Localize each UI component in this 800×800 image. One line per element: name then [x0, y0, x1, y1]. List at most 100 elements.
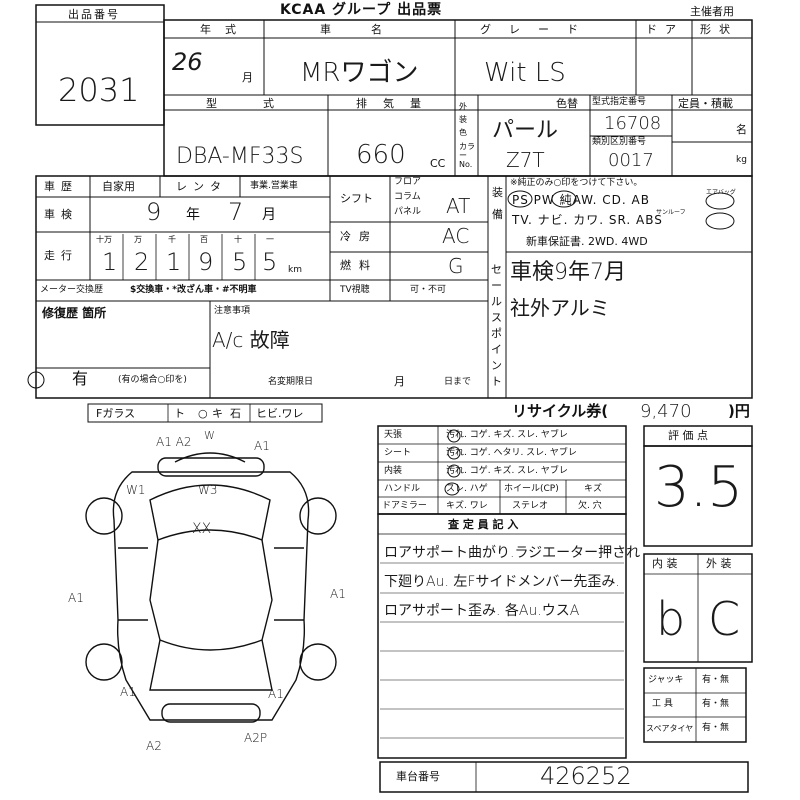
spare-label: スペアタイヤ	[646, 724, 694, 733]
repair-label: 修復歴 箇所	[42, 306, 107, 320]
mileage-label: 走行	[44, 249, 78, 262]
model-label: 型式	[206, 97, 320, 110]
equipment-note: ※純正のみ○印をつけて下さい。	[510, 178, 643, 188]
glass-option: キ	[212, 407, 223, 420]
shape-label: 形状	[700, 23, 738, 36]
sales-point-line2: 社外アルミ	[510, 296, 610, 320]
inspector-line: 下廻りAu. 左Fサイドメンバー先歪み.	[384, 574, 620, 590]
inspector-label: 査 定 員 記 入	[448, 518, 519, 531]
repair-note: (有の場合○印を)	[118, 375, 187, 385]
interior-value: スレ. ハゲ	[446, 484, 488, 494]
equipment-line2: TV. ナビ. カワ. SR. ABS	[512, 213, 663, 227]
interior-grade: b	[656, 592, 686, 646]
grade-label: グレード	[480, 23, 596, 36]
equipment-label: 装備	[492, 186, 503, 221]
inspection-year-unit: 年	[186, 207, 200, 223]
category-label: 類別区別番号	[592, 137, 647, 147]
ext-color-label: 外装色	[459, 102, 467, 137]
interior-label: ホイール(CP)	[504, 484, 559, 494]
interior-label: 内装	[384, 466, 403, 476]
mileage-digit: 1	[166, 248, 182, 276]
color-no: Z7T	[506, 148, 545, 172]
meter-options: $交換車・*改ざん車・#不明車	[130, 285, 257, 295]
diagram-mark-right: A1	[330, 587, 346, 601]
interior-grade-label: 内 装	[652, 557, 678, 570]
fuel-label: 燃料	[340, 259, 378, 272]
diagram-mark-top-mid: W	[204, 429, 215, 442]
tool-label: 工 具	[652, 699, 673, 709]
sales-point-label: セールスポイント	[491, 263, 502, 388]
interior-label: シート	[384, 448, 412, 458]
inspector-line: ロアサポート曲がり.ラジエーター押され	[384, 545, 641, 561]
inspection-label: 車検	[44, 208, 78, 221]
inspection-year: 9	[146, 198, 162, 226]
name-change-label: 名変期限日	[268, 377, 314, 387]
tv-label: TV視聴	[340, 285, 370, 295]
mileage-digit: 5	[232, 248, 248, 276]
persons-unit: 名	[736, 123, 747, 136]
diagram-mark-top-left: A1 A2	[156, 435, 192, 449]
displacement: 660	[356, 140, 406, 170]
interior-value: 汚れ. コゲ. ヘタリ. スレ. ヤブレ	[446, 448, 577, 458]
inspection-month-unit: 月	[262, 207, 276, 223]
interior-value: 汚れ. コゲ. キズ. スレ. ヤブレ	[446, 430, 568, 440]
mileage-digit: 9	[198, 248, 214, 276]
organizer-label: 主催者用	[690, 5, 734, 18]
chassis-value: 426252	[540, 762, 632, 790]
mileage-unit-1: 一	[266, 235, 274, 244]
car-diagram	[27, 371, 337, 723]
mileage-unit-100k: 十万	[96, 235, 112, 244]
color-no-label: カラーNo.	[459, 142, 475, 169]
interior-label: ステレオ	[512, 501, 549, 511]
door-label: ドア	[646, 23, 684, 36]
evaluation-label: 評 価 点	[668, 429, 708, 442]
inspection-month: 7	[228, 198, 244, 226]
diagram-mark-rear-left: A1	[120, 685, 136, 699]
equipment-line3: 新車保証書. 2WD. 4WD	[526, 235, 648, 248]
diagram-mark-w3: W3	[198, 483, 218, 497]
cc-unit: CC	[430, 157, 446, 170]
year-label: 年式	[200, 23, 250, 36]
ac-label: 冷房	[340, 230, 378, 243]
group-title: KCAA グループ 出品票	[280, 2, 443, 18]
history-label: 車歴	[44, 180, 78, 193]
chassis-label: 車台番号	[396, 770, 440, 783]
mileage-unit-100: 百	[200, 235, 208, 244]
diagram-mark-bottom-left: A2	[146, 739, 162, 753]
name-change-day: 日まで	[444, 377, 472, 387]
exterior-grade: C	[708, 592, 741, 646]
history-rental: レンタ	[176, 180, 227, 193]
interior-label: 天張	[384, 430, 403, 440]
recycle-value: 9,470	[640, 401, 692, 422]
history-private: 自家用	[102, 180, 135, 193]
spare-value: 有・無	[702, 723, 730, 733]
notes-value: A/c 故障	[212, 328, 290, 352]
mileage-digit: 2	[134, 248, 150, 276]
color-label: 色替	[556, 97, 578, 110]
diagram-mark-left: A1	[68, 591, 84, 605]
mileage-digit: 1	[102, 248, 118, 276]
fuel-value: G	[448, 254, 464, 278]
car-name: MRワゴン	[300, 58, 419, 88]
equipment-line1: PS PW 純AW. CD. AB	[512, 193, 650, 207]
name-change-month: 月	[394, 375, 405, 388]
diagram-mark-roof: XX	[192, 521, 212, 537]
recycle-label: リサイクル券(	[512, 402, 609, 420]
shift-value: AT	[446, 194, 471, 218]
diagram-mark-rear-right: A1	[268, 687, 284, 701]
car-name-label: 車名	[320, 23, 422, 36]
interior-label: ドアミラー	[382, 501, 427, 511]
type-cert-no: 16708	[604, 113, 662, 134]
glass-option: 石	[230, 407, 241, 420]
repair-value: 有	[72, 369, 89, 388]
interior-label: ハンドル	[384, 484, 421, 494]
shift-floor: フロア	[394, 177, 422, 187]
mileage-unit: km	[288, 265, 302, 275]
evaluation-score: 3.5	[654, 455, 744, 520]
interior-value: キズ	[584, 484, 603, 494]
diagram-mark-bottom-right: A2P	[244, 731, 268, 745]
notes-label: 注意事項	[214, 306, 251, 316]
mileage-unit-10k: 万	[134, 235, 142, 244]
inspector-line: ロアサポート歪み. 各Au.ウスA	[384, 603, 580, 619]
